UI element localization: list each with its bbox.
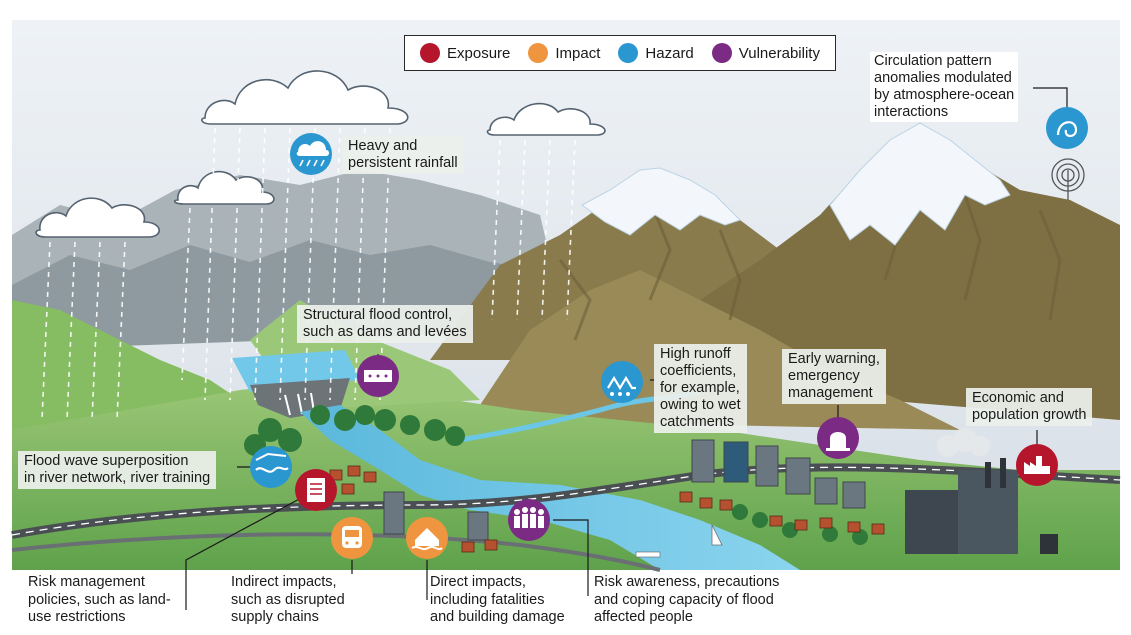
circulation-icon <box>1046 107 1088 149</box>
label-risk-management: Risk management policies, such as land- … <box>28 574 171 625</box>
label-runoff: High runoff coefficients, for example, o… <box>654 344 747 433</box>
impact-dot-icon <box>528 43 549 63</box>
label-flood-wave: Flood wave superposition in river networ… <box>18 451 217 489</box>
factory-icon <box>1016 444 1058 486</box>
river-wave-icon <box>250 446 292 488</box>
people-group-icon <box>508 499 550 541</box>
legend-item-impact: Impact <box>528 43 600 63</box>
factory <box>905 458 1058 554</box>
city-buildings <box>383 439 866 541</box>
snow-cap-left <box>581 167 741 236</box>
runoff-icon <box>601 361 643 403</box>
clouds <box>35 70 606 238</box>
antenna <box>1051 158 1085 200</box>
label-early-warning: Early warning, emergency management <box>782 349 886 404</box>
sailboat <box>711 524 723 546</box>
dam-icon <box>357 355 399 397</box>
rain <box>41 127 576 421</box>
river <box>300 405 800 570</box>
legend-item-hazard: Hazard <box>618 43 694 63</box>
legend-item-exposure: Exposure <box>420 43 510 63</box>
label-risk-awareness: Risk awareness, precautions and coping c… <box>594 574 780 625</box>
label-economic: Economic and population growth <box>966 388 1093 426</box>
alarm-light-icon <box>817 417 859 459</box>
train-icon <box>331 517 373 559</box>
exposure-dot-icon <box>420 43 440 63</box>
legend-label: Exposure <box>447 44 511 62</box>
label-rainfall: Heavy and persistent rainfall <box>342 136 464 174</box>
label-circulation: Circulation pattern anomalies modulated … <box>870 52 1019 122</box>
vulnerability-dot-icon <box>711 43 732 63</box>
houses <box>329 465 885 553</box>
forest <box>244 405 868 545</box>
legend-item-vulnerability: Vulnerability <box>711 43 820 63</box>
legend-label: Impact <box>555 44 601 62</box>
rain-cloud-icon <box>290 133 332 175</box>
legend-label: Vulnerability <box>738 44 820 62</box>
hazard-dot-icon <box>618 43 639 63</box>
flooded-house-icon <box>406 517 448 559</box>
snow-cap-right <box>829 122 1011 246</box>
road-lower-line <box>11 466 1121 536</box>
document-list-icon <box>295 469 337 511</box>
boat <box>635 551 661 558</box>
label-indirect-impacts: Indirect impacts, such as disrupted supp… <box>231 574 345 625</box>
legend: Exposure Impact Hazard Vulnerability <box>404 35 836 71</box>
label-direct-impacts: Direct impacts, including fatalities and… <box>430 574 565 625</box>
green-valley <box>12 380 1120 570</box>
label-structural: Structural flood control, such as dams a… <box>297 305 473 343</box>
legend-label: Hazard <box>645 44 694 62</box>
